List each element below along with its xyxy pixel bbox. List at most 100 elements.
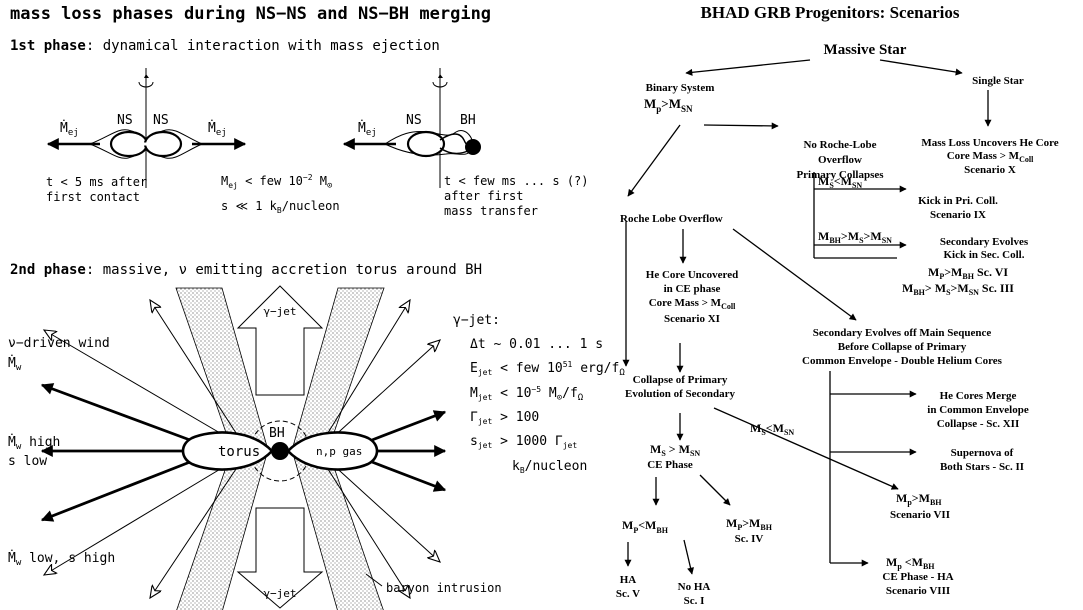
svg-text:Collapse of Primary: Collapse of Primary [633, 374, 728, 386]
node-sec-off-main: Secondary Evolves off Main Sequence Befo… [802, 327, 1003, 367]
gamma-jet-label-up: γ−jet [263, 305, 296, 318]
accretion-torus-diagram: γ−jet γ−jet [40, 285, 502, 610]
label-mp-lt-mbh: MP<MBH [622, 518, 669, 535]
svg-text:Mp>MBH: Mp>MBH [896, 491, 942, 507]
svg-text:Before Collapse of Primary: Before Collapse of Primary [838, 341, 967, 353]
label-ms-gt-msn: MS > MSN [650, 442, 700, 458]
jet-energy: Ejet < few 1051 erg/fΩ [470, 360, 625, 378]
torus-label: torus [218, 444, 260, 460]
svg-text:Sc. IV: Sc. IV [735, 533, 764, 545]
jet-title: γ−jet: [453, 313, 500, 328]
jet-duration: Δt ~ 0.01 ... 1 s [470, 337, 603, 352]
svg-text:Supernova of: Supernova of [951, 447, 1014, 459]
mej-label-1: Ṁej [60, 120, 79, 138]
ns-bh-binary: NS BH Ṁej [342, 68, 481, 188]
left-title: mass loss phases during NS−NS and NS−BH … [10, 4, 491, 24]
svg-text:MBH> MS>MSN Sc. III: MBH> MS>MSN Sc. III [902, 281, 1014, 297]
svg-text:Scenario XI: Scenario XI [664, 313, 720, 325]
node-mp-gt-msn: Mp>MSN [644, 96, 693, 114]
node-binary-system: Binary System [646, 82, 715, 94]
node-kick-pri: Kick in Pri. Coll. Scenario IX [918, 195, 998, 221]
bh-label-2: BH [269, 426, 285, 441]
np-gas-label: n,p gas [316, 445, 362, 458]
gamma-jet-up [236, 285, 324, 396]
svg-text:Both Stars - Sc. II: Both Stars - Sc. II [940, 461, 1024, 473]
jet-entropy: sjet > 1000 Γjet [470, 434, 577, 450]
svg-text:MP>MBH: MP>MBH [726, 516, 773, 532]
node-collapse-primary: Collapse of Primary Evolution of Seconda… [625, 374, 736, 400]
svg-text:Secondary Evolves: Secondary Evolves [940, 236, 1029, 248]
node-sc4: MP>MBH Sc. IV [726, 516, 773, 545]
jet-properties: γ−jet: Δt ~ 0.01 ... 1 s Ejet < few 1051… [453, 313, 625, 475]
node-he-core: He Core Uncovered in CE phase Core Mass … [646, 269, 738, 325]
node-mass-loss: Mass Loss Uncovers He Core Core Mass > M… [921, 137, 1058, 176]
t2-line1: t < few ms ... s (?) [444, 174, 589, 188]
node-sc8: Mp <MBH CE Phase - HA Scenario VIII [882, 555, 953, 597]
node-sec-evolves: Secondary Evolves Kick in Sec. Coll. MP>… [902, 236, 1029, 297]
jet-mass: Mjet < 10−5 M⊙/fΩ [470, 385, 584, 403]
svg-text:Collapse - Sc. XII: Collapse - Sc. XII [937, 418, 1020, 430]
t2-line3: mass transfer [444, 204, 538, 218]
svg-text:Overflow: Overflow [818, 154, 862, 166]
node-he-merge: He Cores Merge in Common Envelope Collap… [927, 390, 1029, 430]
jet-lorentz: Γjet > 100 [470, 410, 539, 426]
svg-text:in CE phase: in CE phase [664, 283, 721, 295]
nu-wind-label: ν−driven wind [8, 336, 110, 351]
node-ha: HA Sc. V [616, 574, 640, 600]
label-ms-lt-msn: MS<MSN [818, 174, 862, 190]
node-sc7: Mp>MBH Scenario VII [890, 491, 950, 521]
svg-text:Scenario IX: Scenario IX [930, 209, 986, 221]
gamma-jet-down [236, 507, 324, 609]
right-panel: BHAD GRB Progenitors: Scenarios Massive … [616, 3, 1059, 607]
t2-line2: after first [444, 189, 523, 203]
gamma-jet-label-down: γ−jet [263, 587, 296, 600]
mw-high-label: Ṁw high [8, 434, 60, 452]
svg-text:He Core Uncovered: He Core Uncovered [646, 269, 738, 281]
mej-label-2: Ṁej [208, 120, 227, 138]
svg-text:Core Mass > MColl: Core Mass > MColl [947, 150, 1034, 164]
black-hole-dot-1 [465, 139, 481, 155]
svg-text:Sc. I: Sc. I [684, 595, 705, 607]
node-roche-lobe: Roche Lobe Overflow [620, 213, 723, 225]
node-no-roche: No Roche-Lobe Overflow Primary Collapses [796, 139, 884, 181]
mej-label-3: Ṁej [358, 120, 377, 138]
s-low-label: s low [8, 454, 47, 469]
node-no-ha: No HA Sc. I [678, 581, 711, 607]
mw-label-1: Ṁw [8, 355, 22, 373]
svg-text:Kick in Pri. Coll.: Kick in Pri. Coll. [918, 195, 998, 207]
jet-entropy-unit: kB/nucleon [512, 459, 587, 475]
ns-label-3: NS [406, 113, 422, 128]
massive-star: Massive Star [824, 42, 907, 58]
svg-text:Kick in Sec. Coll.: Kick in Sec. Coll. [944, 249, 1025, 261]
node-supernova: Supernova of Both Stars - Sc. II [940, 447, 1024, 473]
bh-label-1: BH [460, 113, 476, 128]
svg-text:MP>MBH Sc. VI: MP>MBH Sc. VI [928, 265, 1008, 281]
svg-text:Common Envelope - Double Heliu: Common Envelope - Double Helium Cores [802, 355, 1003, 367]
t1-line1: t < 5 ms after [46, 175, 147, 189]
ns-ns-binary: NS NS Ṁej Ṁej [46, 68, 247, 188]
baryon-intrusion-label: baryon intrusion [386, 581, 502, 595]
mw-low-label: Ṁw low, s high [8, 550, 115, 568]
svg-text:He Cores Merge: He Cores Merge [940, 390, 1017, 402]
flowchart-arrows [622, 59, 992, 575]
label-mbh-ms-msn: MBH>MS>MSN [818, 229, 892, 245]
svg-text:Scenario X: Scenario X [964, 164, 1016, 176]
phase1-heading: 1st phase: dynamical interaction with ma… [10, 38, 440, 54]
right-title: BHAD GRB Progenitors: Scenarios [701, 3, 960, 22]
node-single-star: Single Star [972, 75, 1024, 87]
svg-text:No Roche-Lobe: No Roche-Lobe [803, 139, 876, 151]
torus-lobe-left [181, 431, 274, 471]
svg-text:Mp <MBH: Mp <MBH [886, 555, 935, 571]
svg-text:No HA: No HA [678, 581, 711, 593]
entropy-bound: s ≪ 1 kB/nucleon [221, 199, 340, 215]
phase2-heading: 2nd phase: massive, ν emitting accretion… [10, 262, 482, 278]
torus-lobe-right [286, 431, 379, 471]
svg-text:Sc. V: Sc. V [616, 588, 640, 600]
ns-label-1: NS [117, 113, 133, 128]
left-panel: mass loss phases during NS−NS and NS−BH … [8, 4, 625, 610]
label-ce-phase: CE Phase [647, 459, 693, 471]
svg-text:Mass Loss Uncovers He Core: Mass Loss Uncovers He Core [921, 137, 1058, 149]
mej-bound: Mej < few 10−2 M⊙ [221, 173, 332, 191]
svg-text:Core Mass > MColl: Core Mass > MColl [649, 297, 736, 311]
